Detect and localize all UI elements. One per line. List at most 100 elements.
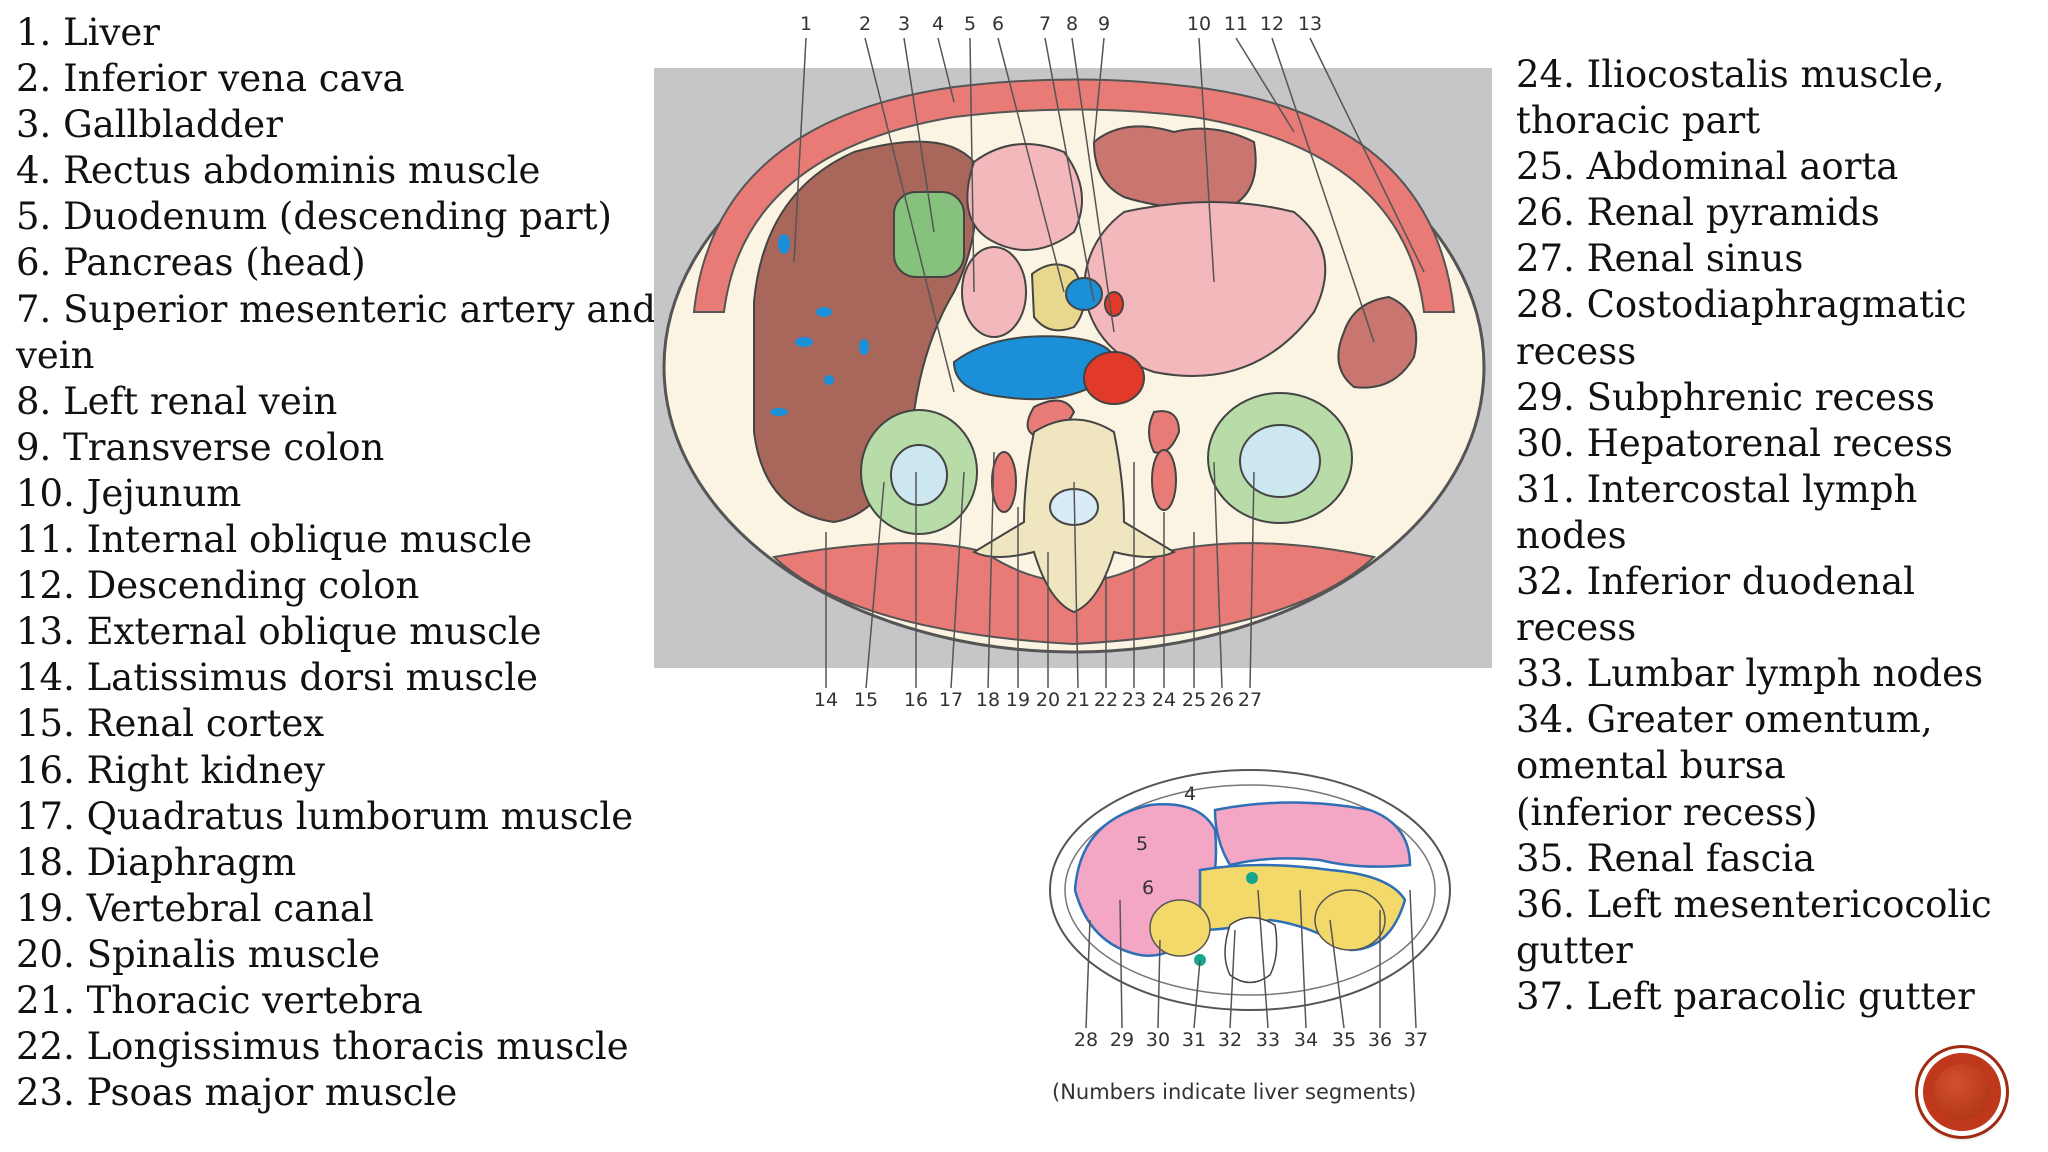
label-number: 23 — [1122, 689, 1146, 711]
legend-entry: 35. Renal fascia — [1516, 836, 1816, 880]
leader-line — [1198, 37, 1215, 283]
legend-entry: 14. Latissimus dorsi muscle — [16, 656, 538, 700]
label-number: 13 — [1298, 13, 1322, 35]
inset-leader-line — [1193, 959, 1201, 1029]
label-number: 2 — [859, 13, 871, 35]
inset-bowel-zone — [1213, 801, 1412, 868]
inset-leader-line — [1229, 929, 1236, 1029]
label-number: 8 — [1066, 13, 1078, 35]
legend-entry: 34. Greater omentum, — [1516, 698, 1933, 742]
inset-leader-line — [1409, 889, 1417, 1029]
legend-entry: nodes — [1516, 513, 1627, 557]
legend-entry: recess — [1516, 329, 1637, 373]
label-number: 3 — [898, 13, 910, 35]
psoas-right — [991, 451, 1017, 513]
label-number: 15 — [854, 689, 878, 711]
next-slide-button-face — [1934, 1064, 1990, 1120]
right-kidney-sinus — [890, 444, 948, 506]
legend-entry: 30. Hepatorenal recess — [1516, 421, 1953, 465]
legend-entry: (inferior recess) — [1516, 790, 1818, 834]
label-number: 14 — [814, 689, 838, 711]
leader-lines — [793, 37, 1425, 689]
inset-leader-line — [1119, 899, 1123, 1029]
label-number: 17 — [939, 689, 963, 711]
abdominal-aorta — [1083, 351, 1145, 405]
inset-label-number: 32 — [1218, 1029, 1242, 1051]
label-number: 12 — [1260, 13, 1284, 35]
legend-entry: 22. Longissimus thoracis muscle — [16, 1025, 629, 1069]
label-number: 27 — [1238, 689, 1262, 711]
leader-line — [903, 37, 935, 233]
legend-entry: 18. Diaphragm — [16, 840, 297, 884]
label-number: 4 — [932, 13, 944, 35]
legend-entry: 19. Vertebral canal — [16, 886, 374, 930]
legend-entry: 15. Renal cortex — [16, 702, 325, 746]
legend-entry: 2. Inferior vena cava — [16, 57, 405, 101]
label-number: 16 — [904, 689, 928, 711]
legend-entry: 16. Right kidney — [16, 748, 326, 792]
inset-label-number: 35 — [1332, 1029, 1356, 1051]
legend-entry: 9. Transverse colon — [16, 425, 385, 469]
inset-caption: (Numbers indicate liver segments) — [1052, 1080, 1417, 1104]
inset-leader-lines — [1085, 889, 1417, 1029]
inset-label-number: 37 — [1404, 1029, 1428, 1051]
legend-entry: 32. Inferior duodenal — [1516, 560, 1915, 604]
legend-entry: omental bursa — [1516, 744, 1786, 788]
label-number: 7 — [1039, 13, 1051, 35]
inset-leader-line — [1085, 919, 1091, 1029]
label-number: 5 — [964, 13, 976, 35]
leader-line — [793, 37, 807, 263]
legend-entry: 21. Thoracic vertebra — [16, 978, 423, 1022]
leader-line — [1249, 471, 1255, 689]
legend-entry: 29. Subphrenic recess — [1516, 375, 1935, 419]
next-slide-button[interactable] — [1918, 1048, 2006, 1136]
inset-label-number: 34 — [1294, 1029, 1318, 1051]
legend-entry: 10. Jejunum — [16, 471, 242, 515]
legend-entry: 5. Duodenum (descending part) — [16, 195, 612, 239]
duodenum — [966, 143, 1083, 251]
legend-entry: 1. Liver — [16, 11, 160, 54]
inset-right-kidney — [1149, 899, 1211, 957]
legend-entry: 11. Internal oblique muscle — [16, 518, 533, 562]
legend-entry: 26. Renal pyramids — [1516, 191, 1880, 235]
inset-leader-line — [1157, 939, 1161, 1029]
legend-entry: 31. Intercostal lymph — [1516, 467, 1918, 511]
inset-label-number: 29 — [1110, 1029, 1134, 1051]
legend-entry: 4. Rectus abdominis muscle — [16, 149, 541, 193]
legend-entry: vein — [16, 333, 95, 377]
legend-entry: 33. Lumbar lymph nodes — [1516, 652, 1984, 696]
muscle-wall-front — [692, 78, 1456, 313]
superior-mesenteric-artery — [1104, 291, 1124, 317]
label-number: 24 — [1152, 689, 1176, 711]
legend-entry: thoracic part — [1516, 99, 1761, 143]
inset-segment-label: 4 — [1184, 783, 1196, 805]
inset-segment-label: 5 — [1136, 833, 1148, 855]
leader-line — [1309, 37, 1425, 273]
transverse-colon — [1092, 125, 1257, 214]
legend-entry: 6. Pancreas (head) — [16, 241, 366, 285]
label-number: 25 — [1182, 689, 1206, 711]
inset-inner-outline — [1064, 784, 1436, 996]
leader-line — [1073, 481, 1079, 689]
legend-entry: gutter — [1516, 928, 1633, 972]
inset-left-kidney — [1314, 889, 1386, 951]
leader-line — [937, 37, 955, 103]
leader-line — [1213, 461, 1223, 689]
label-number: 11 — [1224, 13, 1248, 35]
legend-entry: 25. Abdominal aorta — [1516, 145, 1899, 189]
diaphragm-crus-left — [1148, 410, 1181, 454]
inset-label-number: 30 — [1146, 1029, 1170, 1051]
inset-leader-line — [1257, 889, 1269, 1029]
label-number: 22 — [1094, 689, 1118, 711]
superior-mesenteric-vein — [1065, 277, 1103, 311]
gallbladder — [893, 191, 965, 278]
legend-entry: 23. Psoas major muscle — [16, 1071, 458, 1115]
legend-entry: 37. Left paracolic gutter — [1516, 974, 1975, 1018]
legend-entry: 13. External oblique muscle — [16, 610, 542, 654]
label-number: 10 — [1187, 13, 1211, 35]
legend-entry: 28. Costodiaphragmatic — [1516, 283, 1967, 327]
